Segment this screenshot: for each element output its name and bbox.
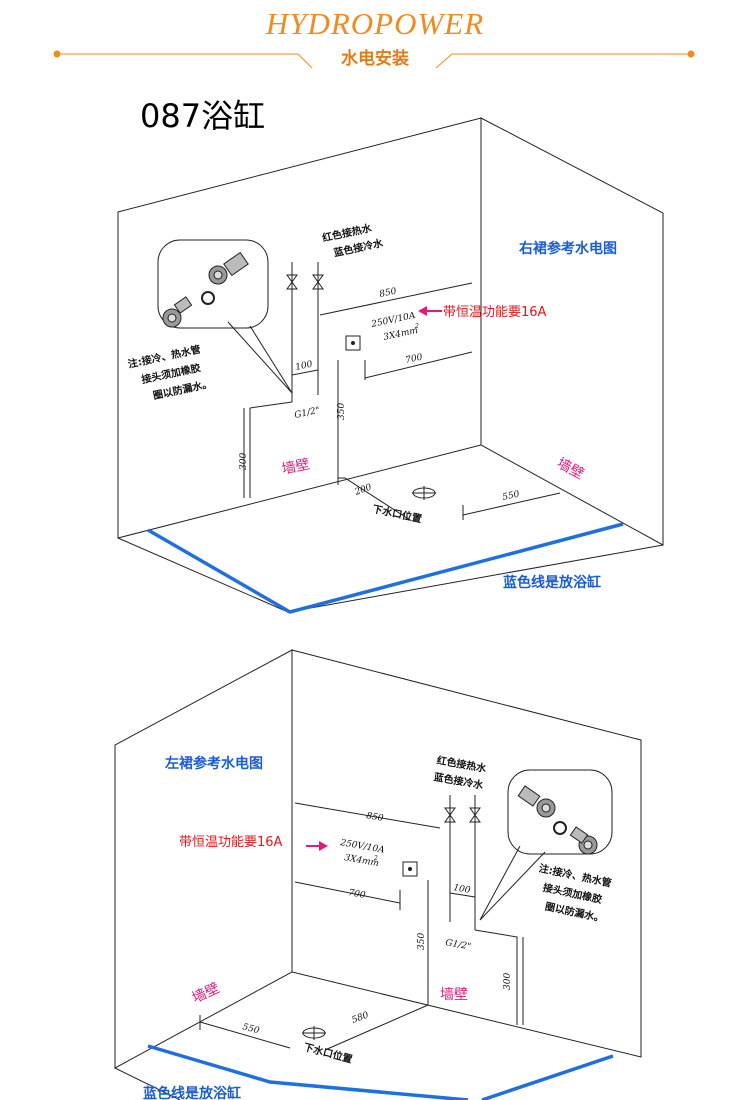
bathtub-blue-line [147, 1044, 469, 1100]
dim-700: 700 [347, 888, 366, 901]
diagram-heading: 左裙参考水电图 [164, 755, 263, 772]
dim-550: 550 [241, 1022, 260, 1036]
thermo-note: 带恒温功能要16A [179, 835, 283, 850]
dim-300: 300 [239, 453, 249, 470]
dim-100: 100 [452, 883, 471, 896]
dim-350: 350 [417, 933, 427, 950]
callout-bubble [507, 769, 613, 855]
dim-300: 300 [503, 973, 513, 990]
wall-label-right: 墙壁 [554, 455, 586, 482]
valve-icon [444, 795, 481, 930]
callout-bubble [157, 239, 269, 329]
dim-580: 580 [351, 1010, 371, 1025]
valve-icon [286, 262, 324, 402]
dim-350: 350 [337, 403, 347, 420]
blue-line-label: 蓝色线是放浴缸 [503, 574, 601, 591]
wall-label-left: 墙壁 [190, 980, 222, 1006]
wall-label-left: 墙壁 [281, 456, 312, 477]
dim-550: 550 [502, 490, 521, 503]
socket-icon [402, 861, 418, 877]
socket-sup: 2 [414, 323, 419, 330]
dim-700: 700 [405, 353, 424, 366]
hot-water-label: 红色接热水 [436, 753, 488, 775]
right-skirt-diagram: 注:接冷、热水管 接头须加橡胶 圈以防漏水。 红色接热水 蓝色接冷水 300 1… [117, 117, 664, 614]
fitting-icon [517, 785, 598, 855]
dim-850: 850 [365, 811, 384, 824]
dim-100: 100 [295, 360, 314, 373]
socket-icon [345, 335, 361, 351]
socket-sup: 2 [373, 855, 378, 862]
drain-label: 下水口位置 [302, 1040, 354, 1065]
wall-label-right: 墙壁 [440, 987, 468, 1003]
socket-spec-2: 3X4mm [383, 326, 419, 343]
brand-subtitle: 水电安装 [341, 49, 409, 69]
blue-line-label: 蓝色线是放浴缸 [143, 1085, 241, 1100]
left-skirt-diagram: 左裙参考水电图 红色接热水 蓝色接冷水 300 100 G1/2" 350 85… [114, 649, 642, 1100]
drain-label: 下水口位置 [371, 502, 423, 525]
product-title: 087浴缸 [140, 97, 265, 135]
header-ornament [53, 50, 695, 69]
dim-850: 850 [379, 287, 398, 300]
brand-title: HYDROPOWER [265, 6, 485, 41]
pipe-size: G1/2" [444, 938, 471, 952]
thermo-note: 带恒温功能要16A [443, 305, 547, 320]
fitting-icon [162, 251, 249, 328]
pipe-size: G1/2" [294, 406, 321, 421]
bathtub-blue-line [147, 522, 624, 614]
diagram-heading: 右裙参考水电图 [518, 240, 617, 257]
